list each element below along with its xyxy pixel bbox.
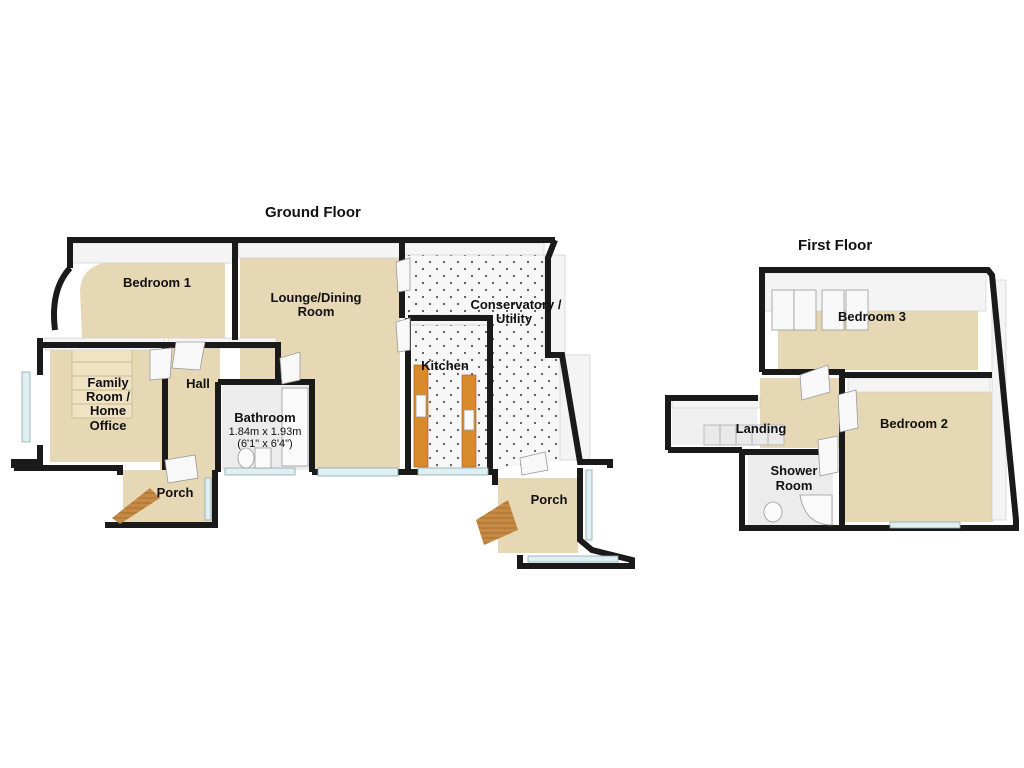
wardrobe-door-2 [793,289,817,331]
porch-right-front-door [476,500,518,545]
label-bathroom-dim-metric: 1.84m x 1.93m [229,426,302,438]
bedroom-2-window [889,521,961,529]
hob-icon [415,394,427,418]
label-shower-1: Shower [771,463,818,478]
family-room-window [21,371,31,443]
label-shower-2: Room [776,478,813,493]
bedroom-2-door [837,389,859,433]
shower-toilet-icon [763,501,783,523]
label-lounge-2: Room [298,304,335,319]
label-bathroom: Bathroom [234,410,295,425]
conservatory-floor [402,255,575,470]
lounge-window [317,467,399,477]
first-floor-plan: First Floor [665,237,1019,531]
label-family-1: Family [87,375,129,390]
first-floor-title: First Floor [798,237,872,254]
toilet-icon [237,447,255,469]
label-family-3: Home [90,403,126,418]
shower-room-fixtures [763,494,833,526]
hall-door [149,347,173,381]
label-porch-right: Porch [531,492,568,507]
bedroom-3-wardrobes [771,289,869,331]
label-bedroom-1: Bedroom 1 [123,275,191,290]
porch-right-window [527,555,619,563]
label-hall: Hall [186,376,210,391]
first-room-labels: Bedroom 3 Bedroom 2 Landing Shower Room [736,309,948,493]
first-floor-surfaces [672,310,993,527]
label-kitchen: Kitchen [421,358,469,373]
ground-stairs [71,347,133,419]
label-porch-left: Porch [157,485,194,500]
ground-floor-title: Ground Floor [265,204,361,221]
label-conservatory-1: Conservatory / [470,297,561,312]
lounge-conservatory-door [395,257,411,293]
label-family-2: Room / [86,389,130,404]
kitchen-worktops [413,364,477,468]
shower-room-door [817,435,839,477]
ground-windows [21,371,619,563]
label-conservatory-2: Utility [496,311,533,326]
kitchen-window [417,467,489,476]
bathroom-door [279,351,301,385]
porch-right-inner-door [519,451,549,476]
label-family-4: Office [90,418,127,433]
first-windows [889,521,961,529]
first-wall-faces [671,272,1007,521]
lounge-kitchen-door [395,317,411,353]
label-bedroom-3: Bedroom 3 [838,309,906,324]
wardrobe-door-4 [845,289,869,331]
porch-left-window [204,477,212,521]
first-stairs [703,424,785,446]
ground-room-labels: Bedroom 1 Lounge/Dining Room Conservator… [86,275,568,507]
conservatory-window [585,469,593,541]
label-lounge-1: Lounge/Dining [271,290,362,305]
shower-tray-icon [799,494,833,526]
label-bedroom-2: Bedroom 2 [880,416,948,431]
first-doors [799,364,859,477]
wardrobe-door-3 [821,289,845,331]
porch-left-inner-door [164,454,199,484]
bedroom-2-floor [845,392,993,522]
label-landing: Landing [736,421,787,436]
label-bathroom-dim-imperial: (6'1" x 6'4") [237,438,292,450]
basin-icon [254,447,272,469]
bathroom-window [224,467,296,476]
bath-icon [281,387,309,467]
bedroom-1-floor [80,262,225,338]
ground-floor-plan: Ground Floor [11,204,635,569]
sink-icon [463,409,475,431]
bedroom-3-door [799,364,831,401]
family-hall-door [171,341,206,371]
bathroom-fixtures [237,387,309,469]
porch-left-front-door [112,488,160,524]
wardrobe-door-1 [771,289,795,331]
ground-doors [112,257,549,545]
